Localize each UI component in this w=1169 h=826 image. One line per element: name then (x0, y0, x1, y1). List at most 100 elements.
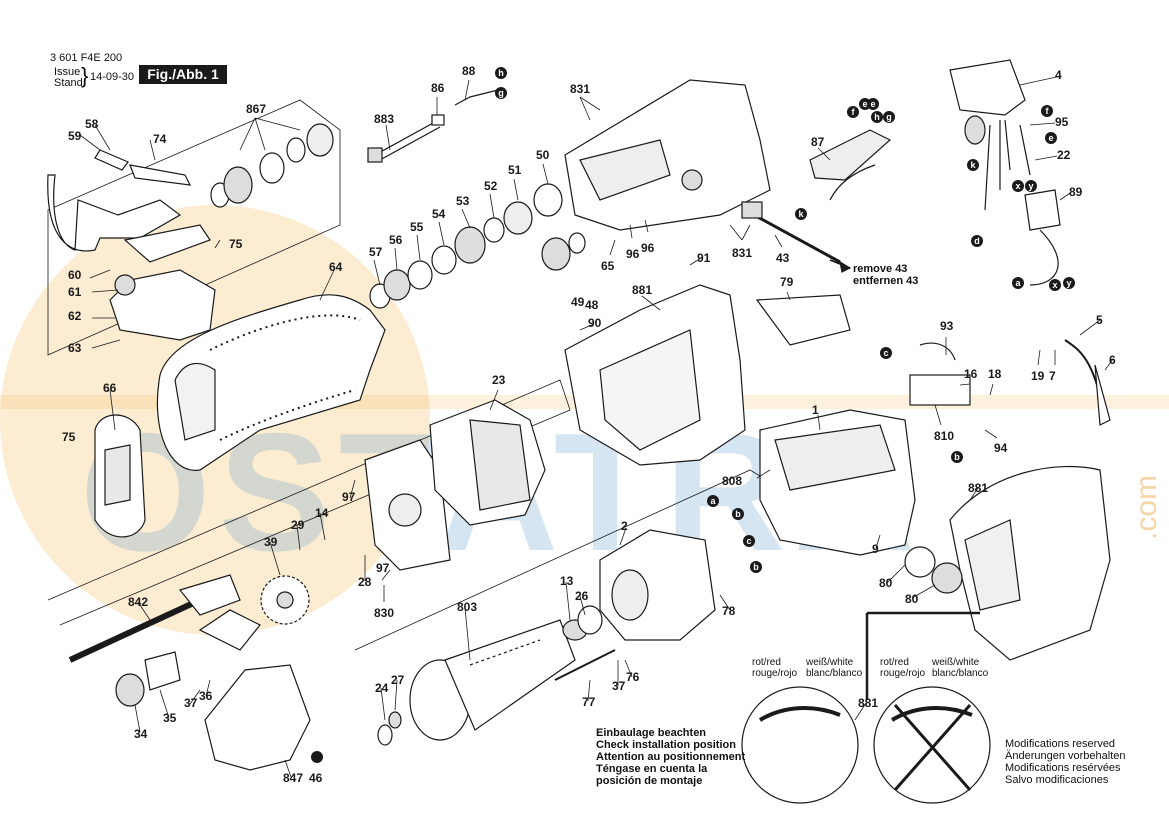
install-note-line-5: posición de montaje (596, 775, 703, 787)
callout-letter-g: g (886, 112, 892, 122)
part-label-22: 22 (1057, 148, 1071, 162)
callout-letter-x: x (1015, 181, 1020, 191)
callout-badge (1025, 180, 1037, 192)
part-label-883: 883 (374, 112, 394, 126)
part-label-13: 13 (560, 574, 574, 588)
callout-badge (967, 159, 979, 171)
callout-letter-h: h (498, 68, 504, 78)
part-label-89: 89 (1069, 185, 1083, 199)
remove-note-line-1: remove 43 (853, 263, 908, 275)
part-label-62: 62 (68, 309, 82, 323)
part-label-78: 78 (722, 604, 736, 618)
part-label-91: 91 (697, 251, 711, 265)
wire-caption-left-red-1: rot/red (752, 657, 781, 668)
part-label-56: 56 (389, 233, 403, 247)
modifications-line-4: Salvo modificaciones (1005, 774, 1109, 786)
part-label-27: 27 (391, 673, 405, 687)
part-label-93: 93 (940, 319, 954, 333)
part-label-881: 881 (968, 481, 988, 495)
part-label-74: 74 (153, 132, 167, 146)
part-label-19: 19 (1031, 369, 1045, 383)
part-label-77: 77 (582, 695, 596, 709)
callout-badge (1063, 277, 1075, 289)
wire-caption-right-red-2: rouge/rojo (880, 668, 926, 679)
callout-letter-e: e (862, 99, 867, 109)
part-label-23: 23 (492, 373, 506, 387)
callout-letter-f: f (852, 107, 856, 117)
part-label-97: 97 (342, 490, 356, 504)
part-label-52: 52 (484, 179, 498, 193)
part-label-75: 75 (62, 430, 76, 444)
part-label-39: 39 (264, 535, 278, 549)
callout-letter-e: e (1048, 133, 1053, 143)
callout-letter-d: d (974, 236, 980, 246)
stand-label: Stand (54, 77, 83, 89)
part-label-803: 803 (457, 600, 477, 614)
part-label-58: 58 (85, 117, 99, 131)
part-label-2: 2 (621, 519, 628, 533)
wire-caption-left-red-2: rouge/rojo (752, 668, 798, 679)
callout-badge (495, 87, 507, 99)
part-label-86: 86 (431, 81, 445, 95)
callout-letter-h: h (874, 112, 880, 122)
part-label-65: 65 (601, 259, 615, 273)
figure-label: Fig./Abb. 1 (139, 65, 227, 84)
part-label-810: 810 (934, 429, 954, 443)
part-label-96: 96 (626, 247, 640, 261)
callout-letter-k: k (970, 160, 976, 170)
part-label-88: 88 (462, 64, 476, 78)
callout-letter-e: e (870, 99, 875, 109)
callout-badge (495, 67, 507, 79)
callout-letter-x: x (1052, 280, 1057, 290)
part-label-7: 7 (1049, 369, 1056, 383)
callout-badge (743, 535, 755, 547)
issue-date: 14-09-30 (90, 71, 135, 83)
part-label-61: 61 (68, 285, 82, 299)
part-label-96: 96 (641, 241, 655, 255)
part-label-97: 97 (376, 561, 390, 575)
part-label-842: 842 (128, 595, 148, 609)
callout-badge (1012, 277, 1024, 289)
callout-letter-y: y (1066, 278, 1071, 288)
part-label-26: 26 (575, 589, 589, 603)
part-label-48: 48 (585, 298, 599, 312)
part-label-79: 79 (780, 275, 794, 289)
part-label-64: 64 (329, 260, 343, 274)
part-label-60: 60 (68, 268, 82, 282)
part-label-50: 50 (536, 148, 550, 162)
part-label-94: 94 (994, 441, 1008, 455)
part-label-867: 867 (246, 102, 266, 116)
part-label-87: 87 (811, 135, 825, 149)
part-label-18: 18 (988, 367, 1002, 381)
callout-letter-f: f (1046, 106, 1050, 116)
callout-badge (871, 111, 883, 123)
part-label-37: 37 (184, 696, 198, 710)
callout-badge (880, 347, 892, 359)
callout-badge (883, 111, 895, 123)
part-label-881: 881 (858, 696, 878, 710)
part-label-43: 43 (776, 251, 790, 265)
callout-badge (859, 98, 871, 110)
callout-letter-c: c (883, 348, 888, 358)
install-note-line-2: Check installation position (596, 739, 736, 751)
part-label-37: 37 (612, 679, 626, 693)
callout-badge (971, 235, 983, 247)
install-note-line-1: Einbaulage beachten (596, 727, 707, 739)
callout-badge (1045, 132, 1057, 144)
part-label-95: 95 (1055, 115, 1069, 129)
part-label-90: 90 (588, 316, 602, 330)
callout-letter-b: b (735, 509, 741, 519)
install-note-line-3: Attention au positionnement (596, 751, 746, 763)
part-label-35: 35 (163, 711, 177, 725)
modifications-line-1: Modifications reserved (1005, 738, 1116, 750)
part-label-830: 830 (374, 606, 394, 620)
part-label-76: 76 (626, 670, 640, 684)
callout-letter-y: y (1028, 181, 1033, 191)
part-label-53: 53 (456, 194, 470, 208)
part-label-29: 29 (291, 518, 305, 532)
part-label-80: 80 (879, 576, 893, 590)
part-label-36: 36 (199, 689, 213, 703)
callout-badge (847, 106, 859, 118)
wire-caption-left-white-1: weiß/white (806, 657, 854, 668)
